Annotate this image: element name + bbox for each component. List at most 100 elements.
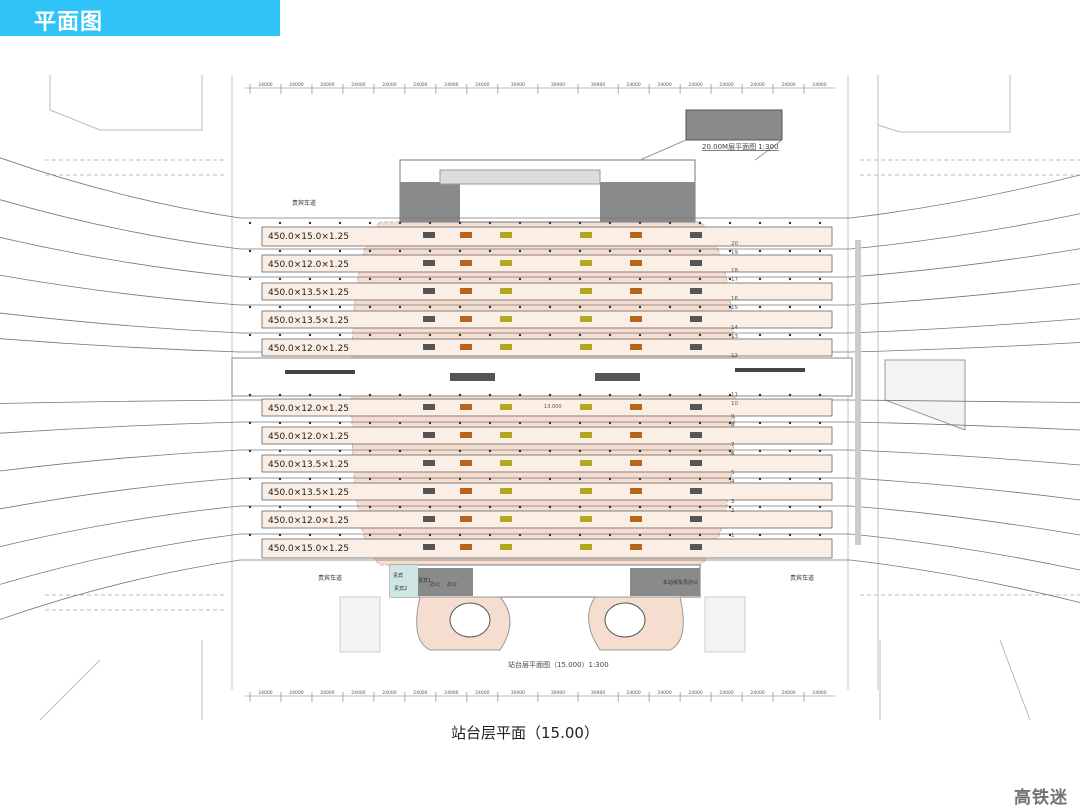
- column: [578, 393, 582, 397]
- column: [758, 305, 762, 309]
- column: [278, 449, 282, 453]
- column: [638, 333, 642, 337]
- track: [0, 157, 1080, 219]
- equipment-room: [423, 460, 435, 466]
- column: [638, 421, 642, 425]
- equipment-room: [423, 316, 435, 322]
- road-block: [49, 75, 203, 131]
- track: [0, 477, 1080, 510]
- platform-label: 450.0×13.5×1.25: [268, 316, 349, 326]
- equipment-room: [580, 488, 592, 494]
- top-dimension-label: 24000: [444, 82, 458, 88]
- column: [338, 249, 342, 253]
- track-number: 7: [731, 442, 735, 448]
- platform-label: 450.0×13.5×1.25: [268, 460, 349, 470]
- track-number: 6: [731, 451, 735, 457]
- plan-background: [39, 75, 1080, 721]
- equipment-room: [500, 460, 512, 466]
- column: [368, 393, 372, 397]
- column: [818, 305, 822, 309]
- column: [578, 477, 582, 481]
- column: [278, 221, 282, 225]
- equipment-room: [630, 460, 642, 466]
- equipment-room: [580, 288, 592, 294]
- column: [248, 505, 252, 509]
- track-number: 15: [731, 305, 738, 311]
- column: [788, 421, 792, 425]
- track: [0, 449, 1080, 472]
- column: [668, 305, 672, 309]
- canopy: [439, 169, 601, 185]
- bottom-dimension-label: 24000: [657, 690, 671, 696]
- column: [578, 249, 582, 253]
- column: [728, 533, 732, 537]
- platform: 450.0×13.5×1.25: [261, 310, 833, 329]
- platform-label: 450.0×12.0×1.25: [268, 260, 349, 270]
- equipment-room: [500, 232, 512, 238]
- column: [818, 421, 822, 425]
- equipment-room: [423, 232, 435, 238]
- column: [548, 393, 552, 397]
- column: [668, 277, 672, 281]
- top-dimension-label: 24000: [719, 82, 733, 88]
- column: [398, 477, 402, 481]
- column: [578, 533, 582, 537]
- column: [608, 393, 612, 397]
- column: [788, 333, 792, 337]
- column: [788, 449, 792, 453]
- equipment-room: [690, 488, 702, 494]
- column: [398, 221, 402, 225]
- column: [668, 393, 672, 397]
- equipment-room: [580, 404, 592, 410]
- stair: [450, 373, 495, 381]
- column: [338, 421, 342, 425]
- column: [698, 305, 702, 309]
- equipment-room: [690, 544, 702, 550]
- column: [788, 533, 792, 537]
- column: [458, 477, 462, 481]
- platform: 450.0×12.0×1.25: [261, 338, 833, 357]
- office-label: 车站候车员办公: [663, 579, 698, 586]
- column: [818, 533, 822, 537]
- column: [248, 421, 252, 425]
- figure-caption: 站台层平面（15.00）: [451, 724, 599, 742]
- platform-body: [261, 454, 833, 473]
- column: [488, 393, 492, 397]
- equipment-room: [580, 260, 592, 266]
- column: [398, 505, 402, 509]
- column: [758, 333, 762, 337]
- equipment-room: [500, 544, 512, 550]
- column: [368, 249, 372, 253]
- track: [0, 312, 1080, 334]
- top-dimension-label: 24000: [320, 82, 334, 88]
- column: [458, 505, 462, 509]
- column: [458, 221, 462, 225]
- column: [248, 249, 252, 253]
- column: [518, 333, 522, 337]
- bottom-dimension-label: 24000: [688, 690, 702, 696]
- column: [338, 477, 342, 481]
- equipment-room: [630, 544, 642, 550]
- equipment-room: [460, 344, 472, 350]
- bottom-dimension-label: 24000: [812, 690, 826, 696]
- column: [668, 505, 672, 509]
- bottom-dimension-label: 30000: [551, 690, 565, 696]
- column: [578, 277, 582, 281]
- equipment-room: [690, 288, 702, 294]
- column: [428, 421, 432, 425]
- inset-leader: [639, 139, 783, 161]
- platform: 450.0×15.0×1.25: [261, 226, 833, 247]
- column: [248, 277, 252, 281]
- office-label: 办公: [430, 581, 440, 588]
- escalator-void: [449, 602, 491, 638]
- plaza-grid: [339, 596, 381, 653]
- top-dimension-label: 30000: [551, 82, 565, 88]
- watermark-logo: 高铁迷: [1014, 788, 1068, 808]
- column: [578, 505, 582, 509]
- column: [728, 305, 732, 309]
- column: [278, 421, 282, 425]
- column: [308, 333, 312, 337]
- column: [428, 393, 432, 397]
- column: [728, 477, 732, 481]
- column: [578, 449, 582, 453]
